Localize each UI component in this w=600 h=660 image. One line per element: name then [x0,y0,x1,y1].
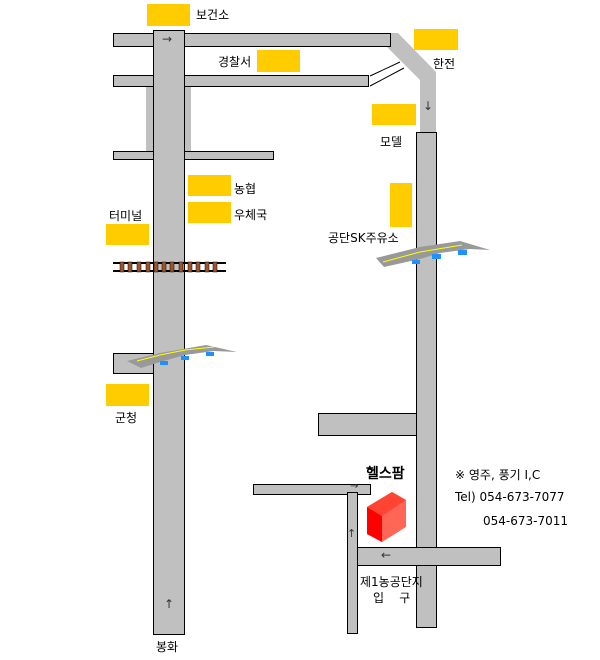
arrow-right-small-icon: → [350,481,359,492]
gas-station-label: 공단SK주유소 [328,231,399,245]
overpass-right [376,241,490,267]
railway [113,261,226,273]
small-vertical-road [347,492,358,634]
arrow-up-small-icon: ↑ [347,527,357,540]
ic-info: ※ 영주, 풍기 I,C [455,468,541,482]
right-stub-road [318,413,417,436]
nonghyup-marker [188,175,231,196]
gas-station-marker [390,183,412,227]
diagonal-road [386,33,436,132]
crosswalk-strips [146,87,191,151]
arrow-right-icon: → [162,32,173,46]
arrow-up-icon: ↑ [164,597,175,611]
kepco-label: 한전 [433,57,456,71]
post-office-marker [188,202,231,223]
nonghyup-label: 농협 [234,182,257,196]
arrow-left-icon: ← [381,548,392,562]
terminal-marker [106,224,149,245]
motel-marker [372,104,416,125]
police-label: 경찰서 [218,55,252,69]
bonghwa-label: 봉화 [156,640,179,654]
county-office-marker [106,384,149,406]
phone-2: 054-673-7011 [483,514,569,528]
destination-label: 헬스팜 [366,466,405,482]
industrial-entrance-label-1: 제1농공단지 [360,575,423,589]
police-marker [257,50,300,72]
destination-building [367,492,406,542]
county-office-label: 군청 [115,411,138,425]
kepco-marker [414,29,458,50]
main-left-road [153,30,185,635]
arrow-down-icon: ↓ [423,99,434,113]
phone-1: Tel) 054-673-7077 [455,490,565,504]
health-center-label: 보건소 [196,8,230,22]
terminal-label: 터미널 [109,209,143,223]
third-road [113,151,274,160]
overpass-left [127,345,237,368]
industrial-entrance-label-2: 입 구 [373,591,411,605]
post-office-label: 우체국 [234,208,268,222]
small-top-road [253,484,371,495]
motel-label: 모델 [380,135,403,149]
health-center-marker [147,4,190,26]
